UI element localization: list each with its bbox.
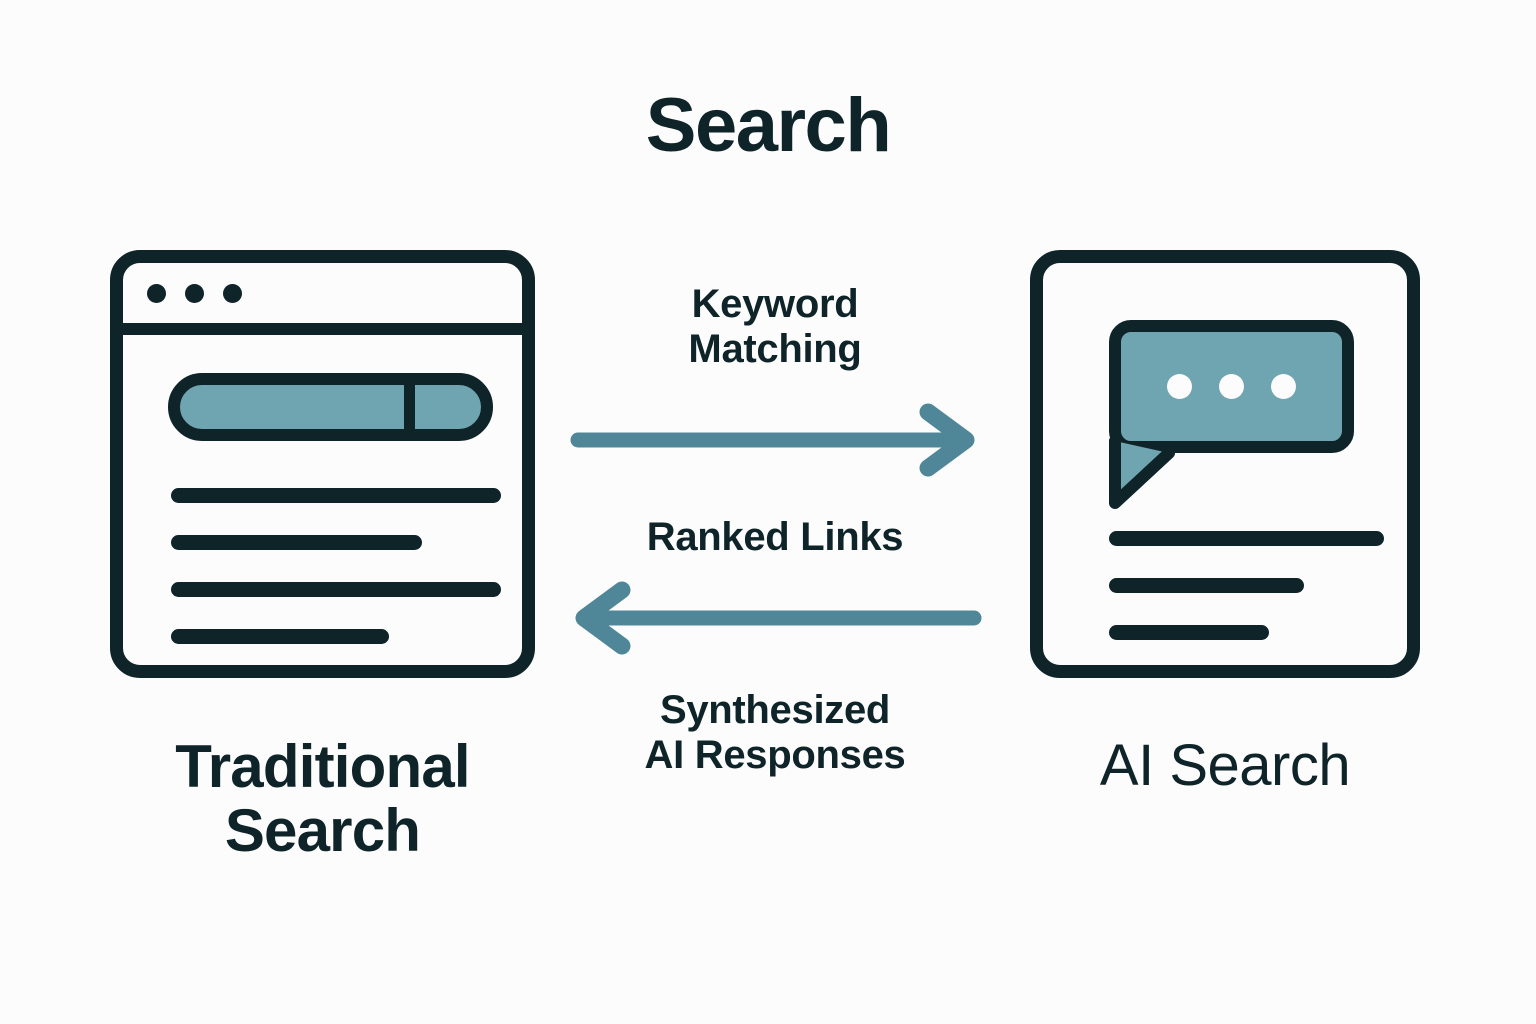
ai-search-label: AI Search — [1000, 733, 1450, 798]
typing-dot-icon — [1167, 374, 1192, 399]
caption-line-1: AI Search — [1099, 733, 1351, 798]
flow-label-keyword-matching: Keyword Matching — [555, 282, 995, 372]
flow-label-synthesized-ai-responses: Synthesized AI Responses — [545, 688, 1005, 778]
typing-dot-icon — [1219, 374, 1244, 399]
answer-line — [1109, 625, 1269, 640]
caption-line-2: Search — [224, 796, 421, 864]
window-controls-dots — [147, 284, 242, 303]
search-input[interactable] — [180, 385, 415, 429]
chat-bubble-tail-icon — [1109, 435, 1175, 509]
flow-label-line-2: AI Responses — [644, 732, 906, 777]
flow-label-ranked-links: Ranked Links — [555, 515, 995, 560]
caption-line-1: Traditional — [175, 733, 470, 800]
search-bar[interactable] — [168, 373, 493, 441]
answer-line — [1109, 531, 1384, 546]
result-line — [171, 488, 501, 503]
result-line — [171, 582, 501, 597]
flow-label-line-1: Ranked Links — [646, 515, 904, 559]
window-dot-icon — [185, 284, 204, 303]
search-results-lines — [171, 488, 501, 644]
arrow-left-icon — [575, 581, 982, 655]
search-submit-button[interactable] — [415, 385, 481, 429]
traditional-search-label: Traditional Search — [60, 735, 585, 862]
answer-line — [1109, 578, 1305, 593]
arrow-right-icon — [570, 403, 975, 477]
flow-label-line-1: Keyword — [691, 282, 859, 326]
browser-window-icon — [110, 250, 535, 678]
traditional-search-node[interactable] — [110, 250, 535, 678]
browser-titlebar — [123, 263, 522, 335]
flow-label-line-2: Matching — [688, 326, 862, 371]
ai-search-node[interactable] — [1030, 250, 1420, 678]
window-dot-icon — [223, 284, 242, 303]
flow-label-line-1: Synthesized — [659, 688, 891, 732]
result-line — [171, 629, 389, 644]
window-dot-icon — [147, 284, 166, 303]
document-with-chat-bubble-icon — [1030, 250, 1420, 678]
typing-dot-icon — [1271, 374, 1296, 399]
chat-bubble-icon — [1109, 320, 1354, 453]
result-line — [171, 535, 422, 550]
ai-answer-lines — [1109, 531, 1384, 640]
page-title: Search — [645, 83, 892, 168]
